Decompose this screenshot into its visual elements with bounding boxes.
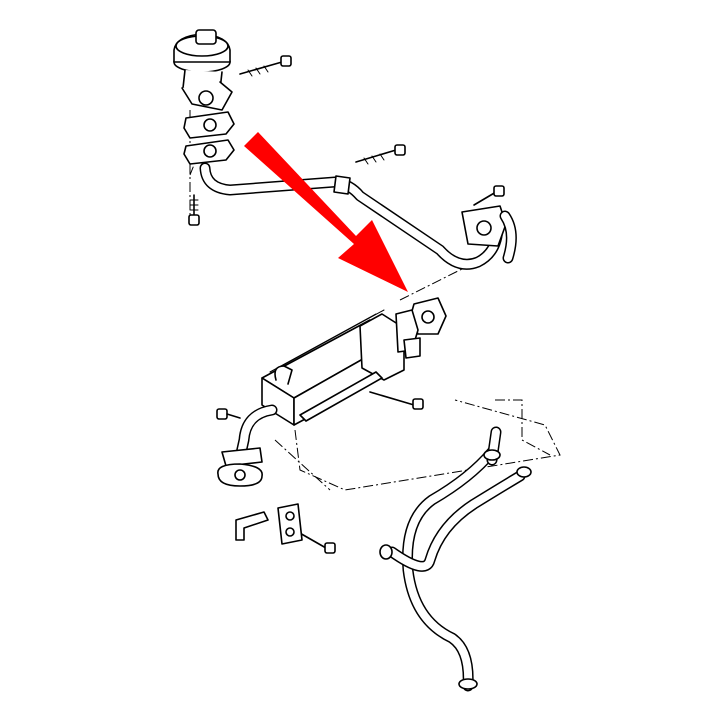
hose-clamp [516, 466, 532, 478]
bolt [188, 194, 200, 226]
bolt [239, 55, 292, 77]
hose-clamp [483, 449, 501, 461]
coolant-hose [402, 446, 498, 692]
egr-cooler [261, 309, 421, 426]
red-pointer-arrow [244, 132, 408, 292]
bolt [473, 185, 505, 206]
gasket-lower [183, 139, 235, 165]
egr-valve [173, 29, 233, 111]
cooler-outlet-pipe [221, 404, 278, 467]
hose-clip [277, 503, 303, 545]
hose-clamp [379, 544, 393, 560]
bracket [235, 511, 269, 541]
bolt [355, 144, 406, 165]
gasket-cooler-outlet [217, 463, 263, 487]
egr-pipe [199, 162, 517, 270]
gasket-upper [183, 111, 235, 139]
bolt [369, 391, 424, 410]
bolt [297, 531, 336, 554]
hose-clamp [458, 678, 478, 690]
coolant-hose [386, 470, 526, 572]
bolt [216, 408, 241, 420]
